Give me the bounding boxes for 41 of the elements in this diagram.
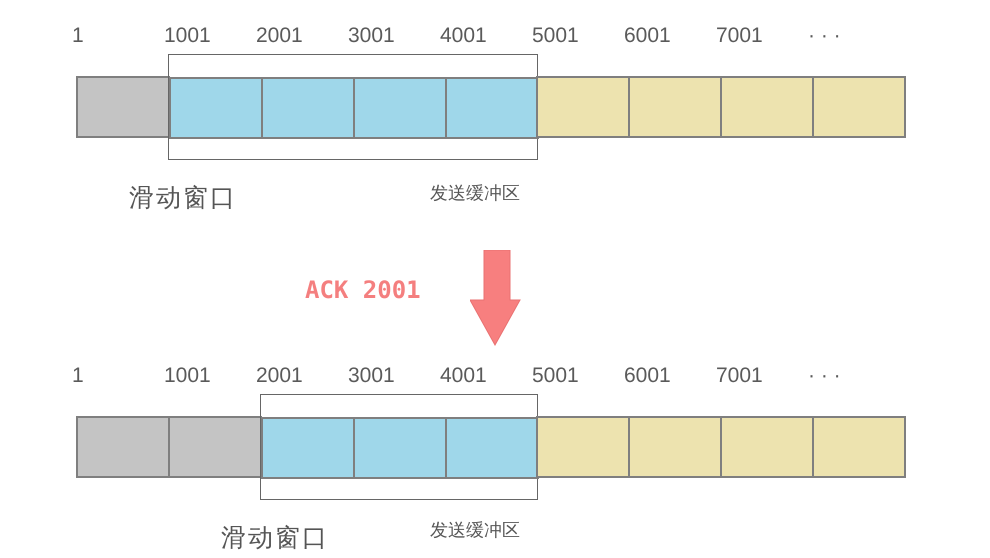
sequence-number: 7001 — [716, 23, 763, 49]
sequence-number: 5001 — [532, 23, 579, 49]
buffer-cell — [168, 416, 262, 478]
sequence-number: 6001 — [624, 23, 671, 49]
buffer-cell — [445, 77, 539, 139]
buffer-cell — [720, 416, 814, 478]
buffer-cell — [353, 77, 447, 139]
buffer-cell — [353, 417, 447, 479]
window-label: 滑动窗口 — [221, 522, 329, 554]
buffer-label: 发送缓冲区 — [430, 519, 520, 543]
sequence-number: 1 — [72, 23, 84, 49]
buffer-cell — [261, 77, 355, 139]
sequence-number: 6001 — [624, 363, 671, 389]
sequence-number: 4001 — [440, 363, 487, 389]
sequence-number: 3001 — [348, 363, 395, 389]
buffer-cell — [628, 76, 722, 138]
buffer-cell — [76, 76, 170, 138]
buffer-cell — [169, 77, 263, 139]
sequence-number: 1001 — [164, 363, 211, 389]
buffer-cell — [812, 76, 906, 138]
sequence-number: · · · — [808, 23, 841, 49]
window-label: 滑动窗口 — [129, 182, 237, 214]
sequence-number: 7001 — [716, 363, 763, 389]
sequence-number: 1001 — [164, 23, 211, 49]
ack-label: ACK 2001 — [305, 275, 421, 306]
buffer-label: 发送缓冲区 — [430, 182, 520, 206]
sequence-number: 2001 — [256, 363, 303, 389]
buffer-cell — [76, 416, 170, 478]
sequence-number: 5001 — [532, 363, 579, 389]
buffer-cell — [720, 76, 814, 138]
buffer-cell — [536, 416, 630, 478]
sequence-number: 2001 — [256, 23, 303, 49]
buffer-cell — [445, 417, 539, 479]
buffer-cell — [261, 417, 355, 479]
sequence-number: · · · — [808, 363, 841, 389]
buffer-cell — [536, 76, 630, 138]
buffer-cell — [628, 416, 722, 478]
sequence-number: 1 — [72, 363, 84, 389]
sequence-number: 3001 — [348, 23, 395, 49]
sequence-number: 4001 — [440, 23, 487, 49]
buffer-cell — [812, 416, 906, 478]
